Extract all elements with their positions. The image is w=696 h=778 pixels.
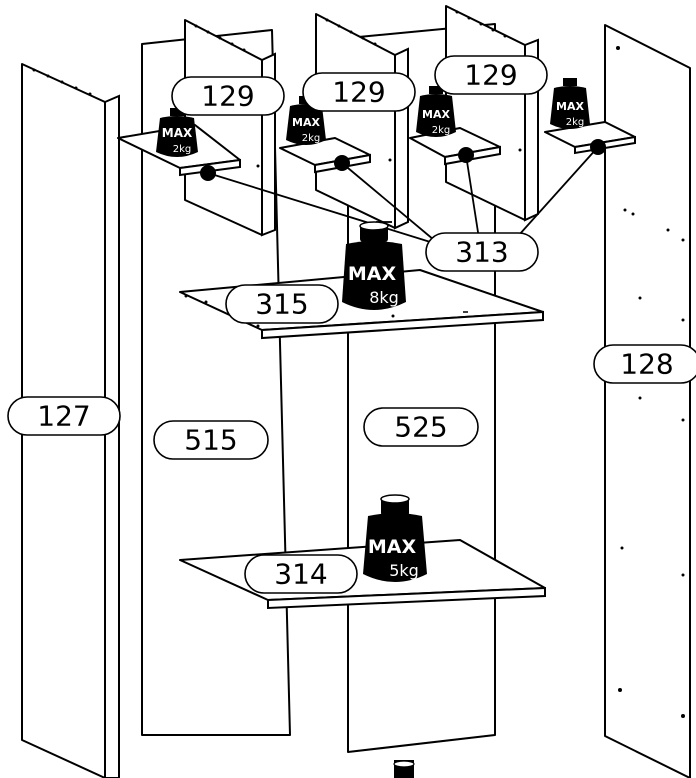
top-panel-3 — [445, 5, 539, 222]
svg-text:MAX: MAX — [368, 536, 417, 558]
label-128: 128 — [593, 344, 696, 384]
weight-5kg: MAX 5kg — [363, 494, 427, 582]
label-315: 315 — [225, 284, 339, 324]
svg-text:8kg: 8kg — [369, 288, 399, 307]
side-panel-right — [604, 24, 691, 778]
svg-text:129: 129 — [332, 76, 385, 109]
svg-text:5kg: 5kg — [389, 561, 419, 580]
svg-text:2kg: 2kg — [566, 117, 585, 128]
top-panel-holes — [194, 10, 522, 168]
svg-text:MAX: MAX — [292, 116, 320, 129]
svg-text:127: 127 — [37, 400, 90, 433]
leader-lines — [207, 146, 599, 246]
svg-text:MAX: MAX — [348, 263, 397, 285]
weight-2kg-3: MAX 2kg — [416, 86, 456, 137]
svg-text:MAX: MAX — [556, 100, 584, 113]
svg-text:129: 129 — [464, 59, 517, 92]
svg-text:2kg: 2kg — [302, 133, 321, 144]
label-313: 313 — [425, 232, 539, 272]
svg-text:128: 128 — [620, 348, 673, 381]
svg-text:314: 314 — [274, 558, 327, 591]
weight-icon-bottom — [393, 760, 415, 778]
label-515: 515 — [153, 420, 269, 460]
svg-text:MAX: MAX — [162, 126, 193, 140]
label-129-3: 129 — [434, 55, 548, 95]
label-525: 525 — [363, 407, 479, 447]
weight-8kg: MAX 8kg — [342, 221, 406, 310]
leader-dots — [200, 139, 606, 181]
label-129-2: 129 — [302, 72, 416, 112]
label-127: 127 — [7, 396, 121, 436]
svg-text:525: 525 — [394, 411, 447, 444]
label-129-1: 129 — [171, 76, 285, 116]
svg-text:129: 129 — [201, 80, 254, 113]
svg-text:MAX: MAX — [422, 108, 450, 121]
svg-text:2kg: 2kg — [432, 125, 451, 136]
svg-text:313: 313 — [455, 236, 508, 269]
svg-text:315: 315 — [255, 288, 308, 321]
weight-2kg-1: MAX 2kg — [156, 108, 198, 157]
label-314: 314 — [244, 554, 358, 594]
svg-text:2kg: 2kg — [173, 144, 192, 155]
weight-2kg-4: MAX 2kg — [550, 78, 590, 129]
svg-text:515: 515 — [184, 424, 237, 457]
